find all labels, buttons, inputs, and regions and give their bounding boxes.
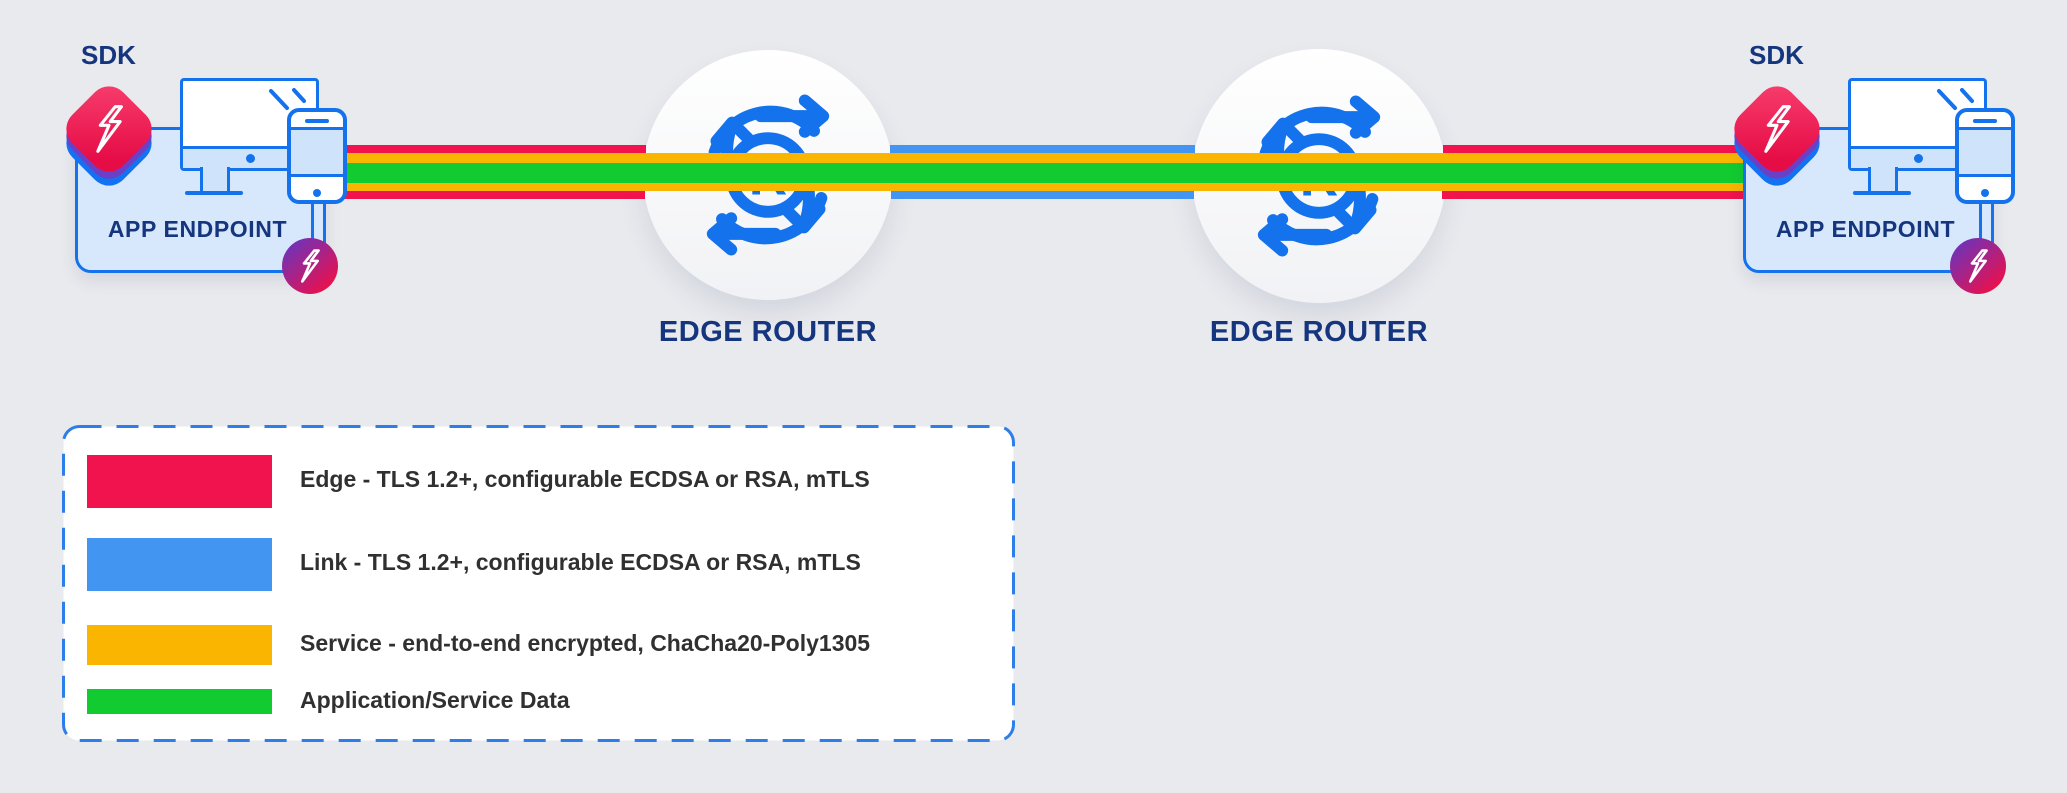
app-endpoint-right: SDK xyxy=(1713,40,2015,305)
app-endpoint-label: APP ENDPOINT xyxy=(1775,216,1956,242)
link-stripe-bottom xyxy=(891,191,1194,199)
monitor-dot xyxy=(245,154,255,163)
phone-screen xyxy=(1959,127,2011,177)
edge-stripe-bottom-left xyxy=(330,191,645,199)
sdk-layer-red xyxy=(1726,78,1828,180)
edge-router-label-right: EDGE ROUTER xyxy=(1209,316,1429,348)
phone-icon xyxy=(1955,108,2015,204)
lightning-bolt-icon xyxy=(1969,249,1988,283)
phone-screen xyxy=(291,127,343,177)
lightning-bolt-icon xyxy=(96,105,123,153)
sdk-layer-red xyxy=(58,78,160,180)
edge-stripe-top-left xyxy=(330,145,646,153)
legend-swatch-link xyxy=(87,538,272,591)
shine-icon xyxy=(1937,88,1974,110)
edge-router-label-left: EDGE ROUTER xyxy=(658,316,878,348)
monitor-stand xyxy=(200,167,230,192)
legend-label-edge: Edge - TLS 1.2+, configurable ECDSA or R… xyxy=(300,466,870,492)
monitor-chin xyxy=(1851,146,1984,168)
phone-speaker xyxy=(1973,119,1997,123)
service-stripe-top xyxy=(330,153,1750,163)
monitor-chin xyxy=(183,146,316,168)
service-stripe-bottom xyxy=(330,183,1750,191)
monitor-dot xyxy=(1913,154,1923,163)
edge-stripe-bottom-right xyxy=(1442,191,1750,199)
app-endpoint-left: SDK xyxy=(45,40,347,305)
router-icon: R xyxy=(1257,95,1381,257)
legend-swatch-data xyxy=(87,689,272,714)
legend-swatch-edge xyxy=(87,455,272,508)
monitor-stand xyxy=(1868,167,1898,192)
phone-home-button xyxy=(313,189,321,197)
lightning-bolt-icon xyxy=(1764,105,1791,153)
monitor-base xyxy=(185,191,243,195)
phone-icon xyxy=(287,108,347,204)
ziti-badge-icon xyxy=(282,238,338,294)
shine-icon xyxy=(269,88,306,110)
sdk-label: SDK xyxy=(81,40,136,70)
lightning-bolt-icon xyxy=(301,249,320,283)
monitor-base xyxy=(1853,191,1911,195)
legend-swatch-service xyxy=(87,625,272,665)
phone-speaker xyxy=(305,119,329,123)
app-endpoint-label: APP ENDPOINT xyxy=(107,216,288,242)
legend-label-link: Link - TLS 1.2+, configurable ECDSA or R… xyxy=(300,549,861,575)
edge-stripe-top-right xyxy=(1443,145,1750,153)
legend-dashed-border xyxy=(62,425,1015,742)
phone-home-button xyxy=(1981,189,1989,197)
sdk-stack-icon xyxy=(1726,78,1828,196)
legend-box: Edge - TLS 1.2+, configurable ECDSA or R… xyxy=(62,425,1015,742)
phone-badge-connector xyxy=(1979,196,1982,248)
legend-label-data: Application/Service Data xyxy=(300,687,570,713)
phone-badge-connector xyxy=(311,196,314,248)
legend-label-service: Service - end-to-end encrypted, ChaCha20… xyxy=(300,630,871,656)
sdk-stack-icon xyxy=(58,78,160,196)
ziti-badge-icon xyxy=(1950,238,2006,294)
data-stripe xyxy=(330,163,1750,183)
sdk-label: SDK xyxy=(1749,40,1804,70)
link-stripe-top xyxy=(890,145,1195,153)
